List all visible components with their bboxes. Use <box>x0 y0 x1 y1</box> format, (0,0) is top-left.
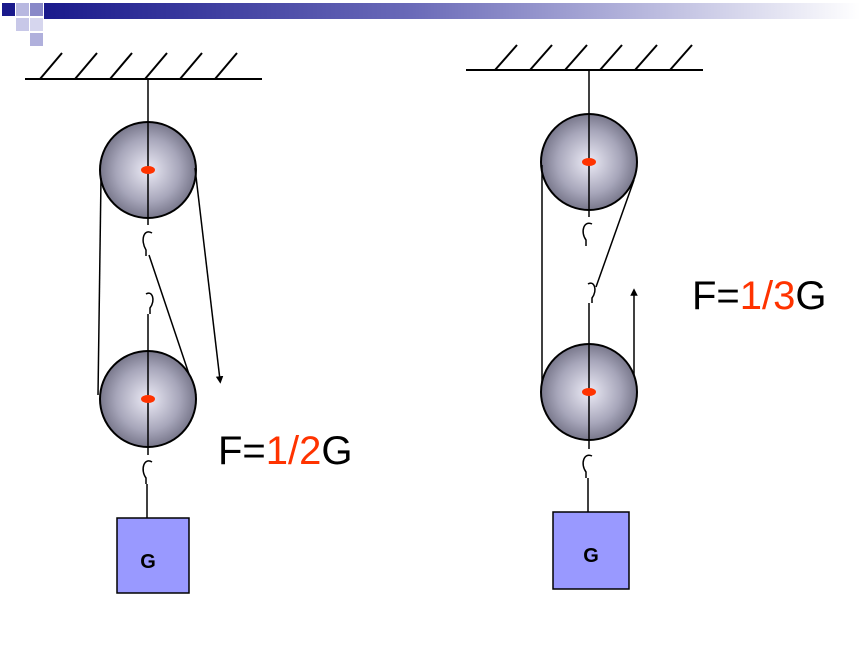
header-decoration <box>2 3 860 46</box>
right-moving-axle <box>582 388 596 396</box>
left-ceiling-hatching <box>39 52 238 80</box>
left-formula-suffix: G <box>321 429 352 473</box>
right-formula: F=1/3G <box>692 274 827 318</box>
right-hook-lower <box>587 282 596 303</box>
left-weight-box <box>116 517 190 594</box>
right-hook-weight <box>582 454 593 478</box>
left-moving-axle <box>141 395 155 403</box>
left-hook-weight <box>142 460 153 484</box>
right-weight-box <box>552 511 630 590</box>
left-pulley-system <box>25 52 262 518</box>
left-formula-fraction: 1/2 <box>266 429 322 473</box>
header-square-4 <box>16 18 29 31</box>
right-hook-upper <box>582 222 593 246</box>
left-rope-pull <box>194 167 224 384</box>
header-square-5 <box>30 18 43 31</box>
right-formula-prefix: F= <box>692 274 740 318</box>
header-square-6 <box>30 33 43 46</box>
left-fixed-axle <box>141 166 155 174</box>
header-square-3 <box>30 3 43 16</box>
header-square-1 <box>2 3 15 16</box>
right-weight-label: G <box>583 545 599 567</box>
left-formula: F=1/2G <box>218 429 353 473</box>
right-rope-diagonal <box>595 179 635 288</box>
left-formula-prefix: F= <box>218 429 266 473</box>
right-pulley-system <box>466 44 703 512</box>
right-formula-suffix: G <box>795 274 826 318</box>
left-rope-left <box>97 177 102 396</box>
left-weight-label: G <box>140 551 156 573</box>
left-hook-lower <box>145 292 154 314</box>
header-bar <box>44 3 860 19</box>
right-formula-fraction: 1/3 <box>740 274 796 318</box>
header-square-2 <box>16 3 29 16</box>
left-hook-upper <box>142 231 153 256</box>
right-fixed-axle <box>582 158 596 166</box>
right-ceiling-hatching <box>494 44 693 71</box>
